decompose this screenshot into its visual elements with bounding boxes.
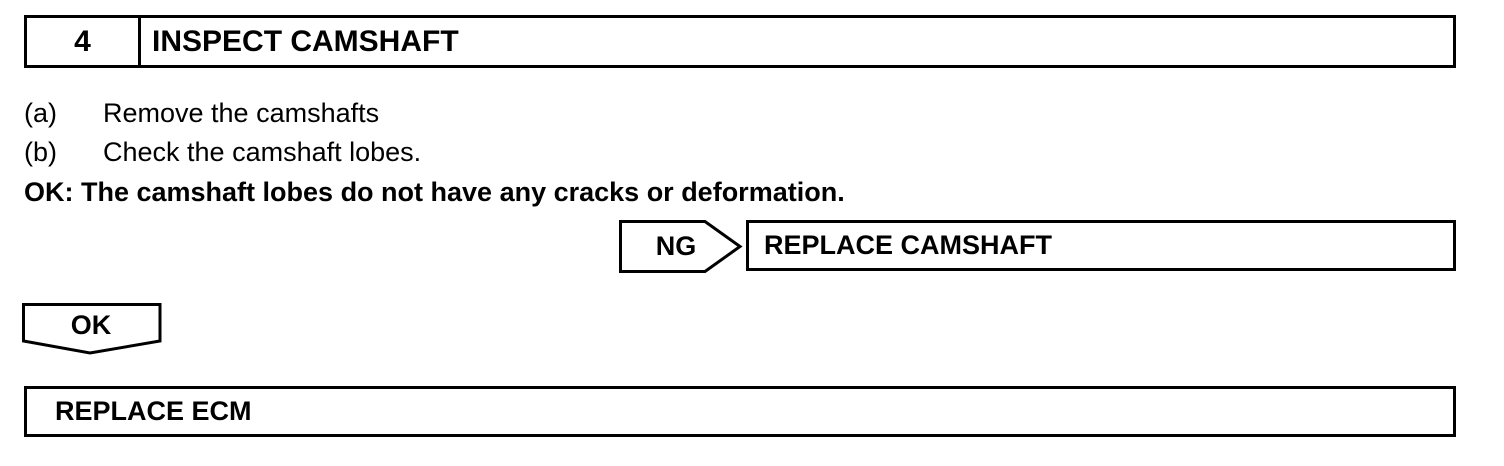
instruction-a-text: Remove the camshafts	[103, 98, 380, 128]
instruction-b-text: Check the camshaft lobes.	[103, 137, 422, 167]
ng-label: NG	[655, 230, 697, 261]
ng-action-box: REPLACE CAMSHAFT	[746, 220, 1456, 271]
ng-arrow-shape	[619, 220, 743, 273]
instruction-a: (a) Remove the camshafts	[24, 96, 379, 130]
final-action-text: REPLACE ECM	[55, 396, 252, 426]
instruction-a-label: (a)	[24, 98, 57, 128]
ok-arrow-shape	[22, 303, 162, 355]
step-title: INSPECT CAMSHAFT	[152, 24, 459, 58]
ok-label: OK	[70, 309, 112, 340]
instruction-b: (b) Check the camshaft lobes.	[24, 135, 421, 169]
instruction-b-label: (b)	[24, 137, 57, 167]
ok-condition: OK: The camshaft lobes do not have any c…	[24, 177, 845, 207]
ng-action-text: REPLACE CAMSHAFT	[764, 230, 1052, 260]
step-number: 4	[27, 18, 141, 65]
step-header: 4 INSPECT CAMSHAFT	[24, 15, 1456, 68]
final-action-box: REPLACE ECM	[24, 386, 1456, 437]
